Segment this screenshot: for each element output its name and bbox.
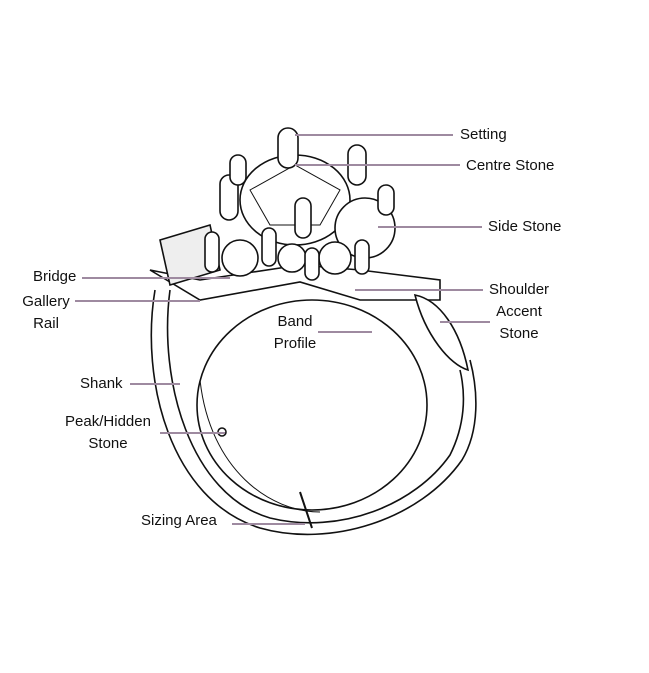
label-gallery-rail-line1: Gallery xyxy=(22,293,70,310)
label-band-profile: Band Profile xyxy=(270,311,320,355)
label-gallery-rail-line2: Rail xyxy=(33,315,59,332)
label-peak-hidden-stone-line2: Stone xyxy=(88,435,128,452)
label-shank: Shank xyxy=(80,375,123,392)
label-band-profile-line2: Profile xyxy=(273,335,317,352)
label-setting: Setting xyxy=(460,126,507,143)
label-accent-stone-line1: Accent xyxy=(496,303,542,320)
label-centre-stone: Centre Stone xyxy=(466,157,555,174)
leader-lines xyxy=(75,134,490,525)
ring-head xyxy=(149,127,470,437)
label-band-profile-line1: Band xyxy=(277,313,313,330)
label-peak-hidden-stone: Peak/Hidden Stone xyxy=(58,411,158,455)
label-accent-stone: Accent Stone xyxy=(492,301,546,345)
label-side-stone: Side Stone xyxy=(488,218,562,235)
label-sizing-area: Sizing Area xyxy=(141,512,217,529)
ring-band xyxy=(150,289,477,536)
label-bridge: Bridge xyxy=(33,268,77,285)
label-shoulder: Shoulder xyxy=(489,281,550,298)
label-accent-stone-line2: Stone xyxy=(499,325,539,342)
label-peak-hidden-stone-line1: Peak/Hidden xyxy=(65,413,151,430)
label-gallery-rail: Gallery Rail xyxy=(18,291,74,335)
